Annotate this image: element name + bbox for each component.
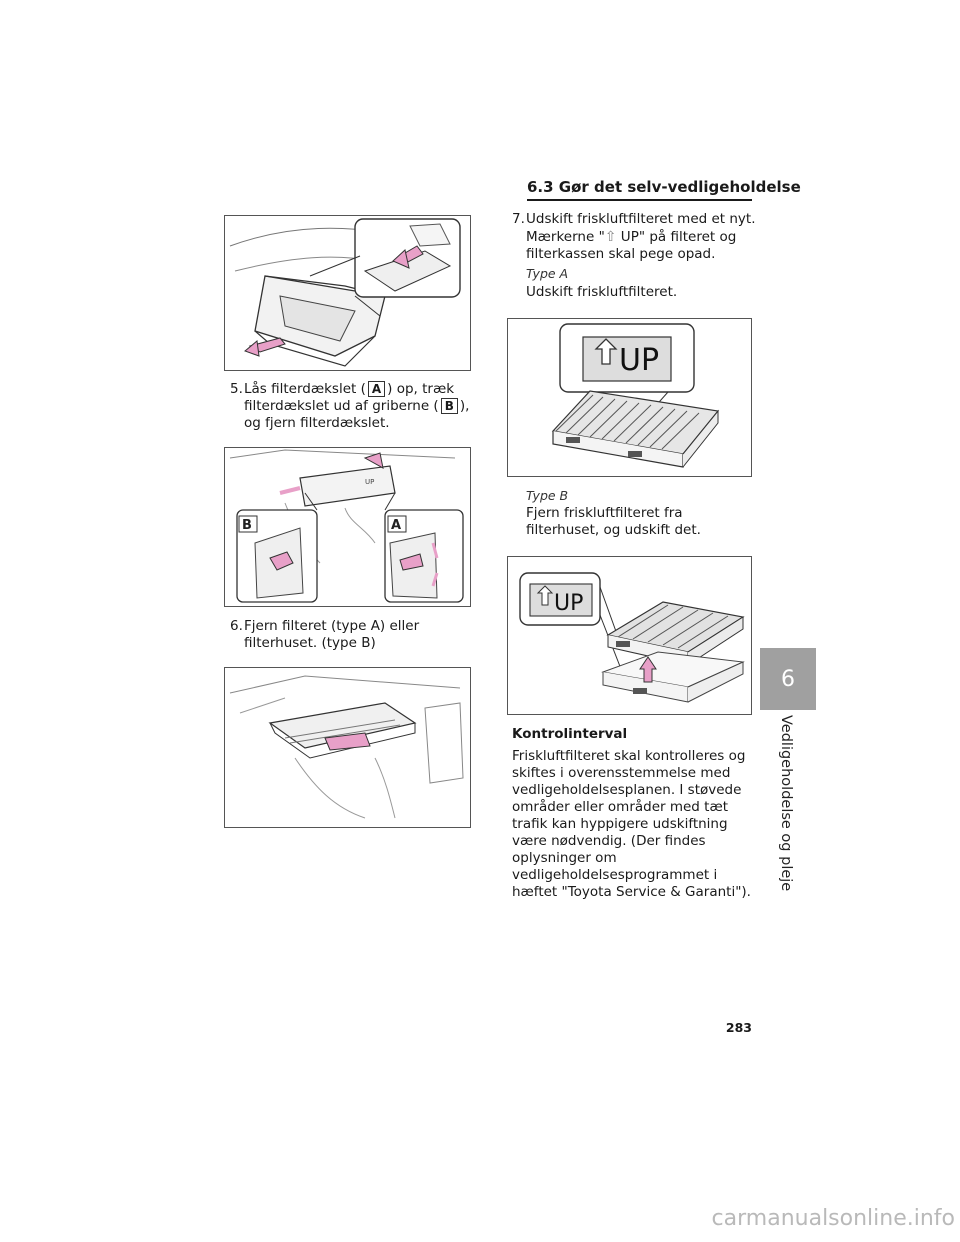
step-text: Lås filterdækslet (A) op, træk filterdæk… (244, 381, 470, 432)
chapter-number: 6 (781, 666, 795, 692)
up-mark-medium: UP (554, 591, 583, 616)
figure-remove-filter (224, 667, 471, 828)
kontrol-heading: Kontrolinterval (512, 726, 628, 742)
up-arrow-icon: ⇧ (604, 229, 617, 245)
step-text: Fjern filteret (type A) eller filterhuse… (244, 618, 420, 651)
figure-type-b-filter: UP (507, 556, 752, 715)
step-number: 6. (230, 618, 243, 634)
step-text-part: ) op, træk filterdækslet ud af griberne … (244, 381, 455, 414)
step-7-note: Mærkerne "⇧ UP" på filteret og filterkas… (526, 229, 756, 263)
watermark: carmanualsonline.info (711, 1206, 955, 1231)
chapter-label: Vedligeholdelse og pleje (778, 715, 794, 892)
label-a: A (367, 381, 386, 397)
type-b-filter-illustration: UP (519, 572, 745, 703)
callout-b-label: B (242, 518, 252, 533)
step-text: Udskift friskluftfilteret med et nyt. (526, 211, 756, 227)
note-text-part: UP" på filteret og filterkassen skal peg… (526, 229, 737, 262)
step-5: 5. Lås filterdækslet (A) op, træk filter… (230, 381, 470, 432)
step-6: 6. Fjern filteret (type A) eller filterh… (230, 618, 470, 652)
type-a-label: Type A (526, 266, 569, 281)
remove-filter-illustration (229, 675, 464, 819)
kontrol-text: Friskluftfilteret skal kontrolleres og s… (512, 748, 751, 900)
up-mark-small: UP (365, 478, 374, 486)
type-b-label: Type B (526, 488, 569, 503)
figure-filter-cover: UP B A (224, 447, 471, 607)
label-b: B (440, 398, 458, 414)
note-text-part: Mærkerne " (526, 229, 605, 245)
type-a-text: Udskift friskluftfilteret. (526, 284, 678, 300)
step-text-part: ), og fjern filterdækslet. (244, 398, 470, 431)
filter-cover-illustration: UP B A (229, 449, 464, 603)
figure-glovebox (224, 215, 471, 371)
step-number: 7. (512, 211, 525, 227)
step-number: 5. (230, 381, 243, 397)
figure-type-a-filter: UP (507, 318, 752, 477)
section-title: 6.3 Gør det selv-vedligeholdelse (527, 178, 801, 196)
type-a-filter-illustration: UP (551, 323, 720, 468)
type-b-text: Fjern friskluftfilteret fra filterhuset,… (526, 505, 701, 538)
callout-a-label: A (391, 518, 401, 533)
chapter-tab: 6 (760, 648, 816, 710)
page-number: 283 (725, 1020, 752, 1035)
up-mark-large: UP (619, 343, 659, 378)
step-7: 7. Udskift friskluftfilteret med et nyt. (512, 211, 757, 228)
header-rule (527, 199, 752, 201)
step-text-part: Lås filterdækslet ( (244, 381, 366, 397)
glovebox-illustration (229, 218, 461, 367)
